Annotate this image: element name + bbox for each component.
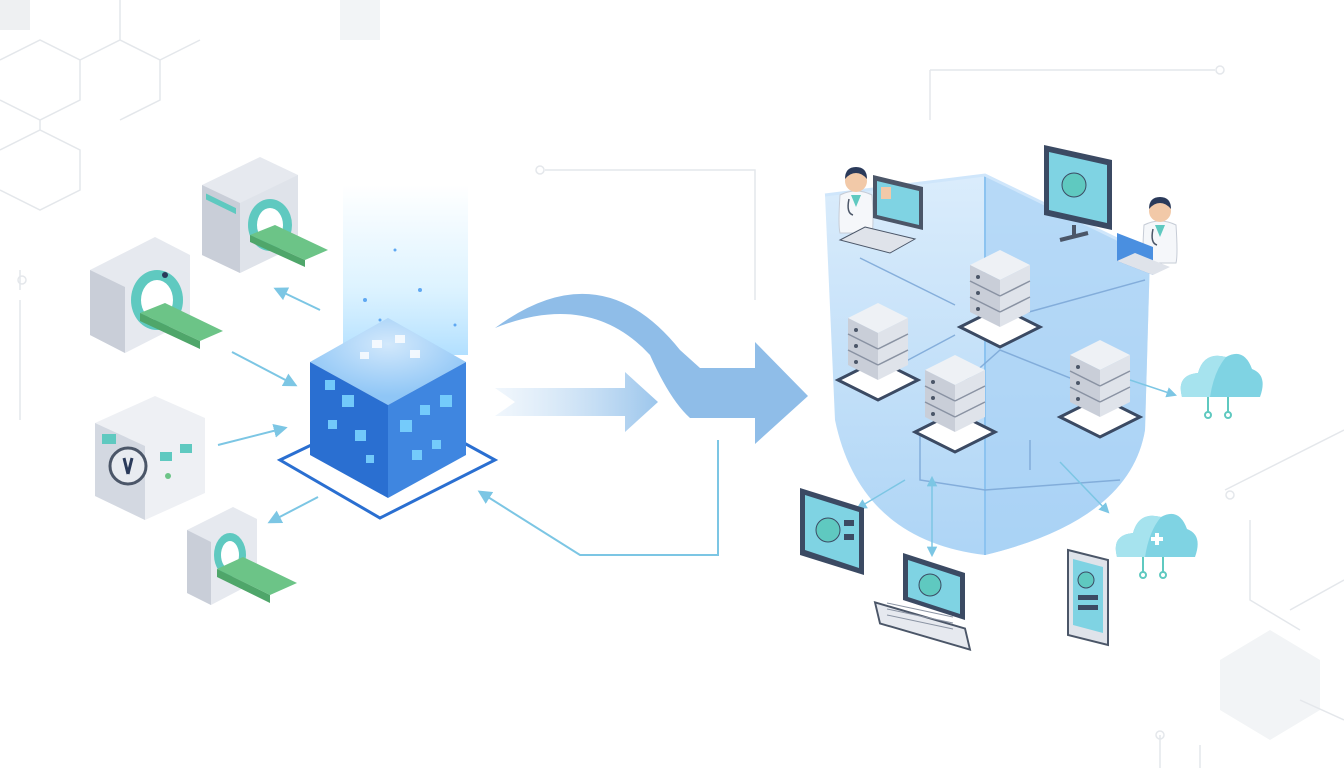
server-stack-icon [958,248,1042,349]
mri-scanner-icon [202,157,328,273]
return-connector [477,440,719,556]
data-particles [363,248,457,327]
endpoint-connectors [856,379,1177,558]
server-stack-icon [913,353,997,454]
laptop-icon [873,553,972,651]
corner-tile [0,0,30,30]
laptop-icon [838,175,923,254]
tablet-icon [800,488,864,575]
server-stack-icon [836,301,920,402]
cloud-medical-icon [1114,512,1199,579]
device-connectors [217,287,321,524]
data-cube-icon [276,185,499,520]
smartphone-icon [1067,548,1109,647]
cloud-icon [1179,352,1264,419]
doctor-icon [838,166,874,234]
monitor-icon [1044,145,1112,242]
server-stack-icon [1058,338,1142,439]
ct-scanner-icon [90,237,223,353]
xray-machine-icon [95,396,205,520]
laptop-icon [1117,233,1170,275]
upload-arc-arrow [495,293,808,444]
transfer-arrow [495,372,658,432]
corner-tile [340,0,380,40]
pet-scanner-icon [187,507,297,605]
